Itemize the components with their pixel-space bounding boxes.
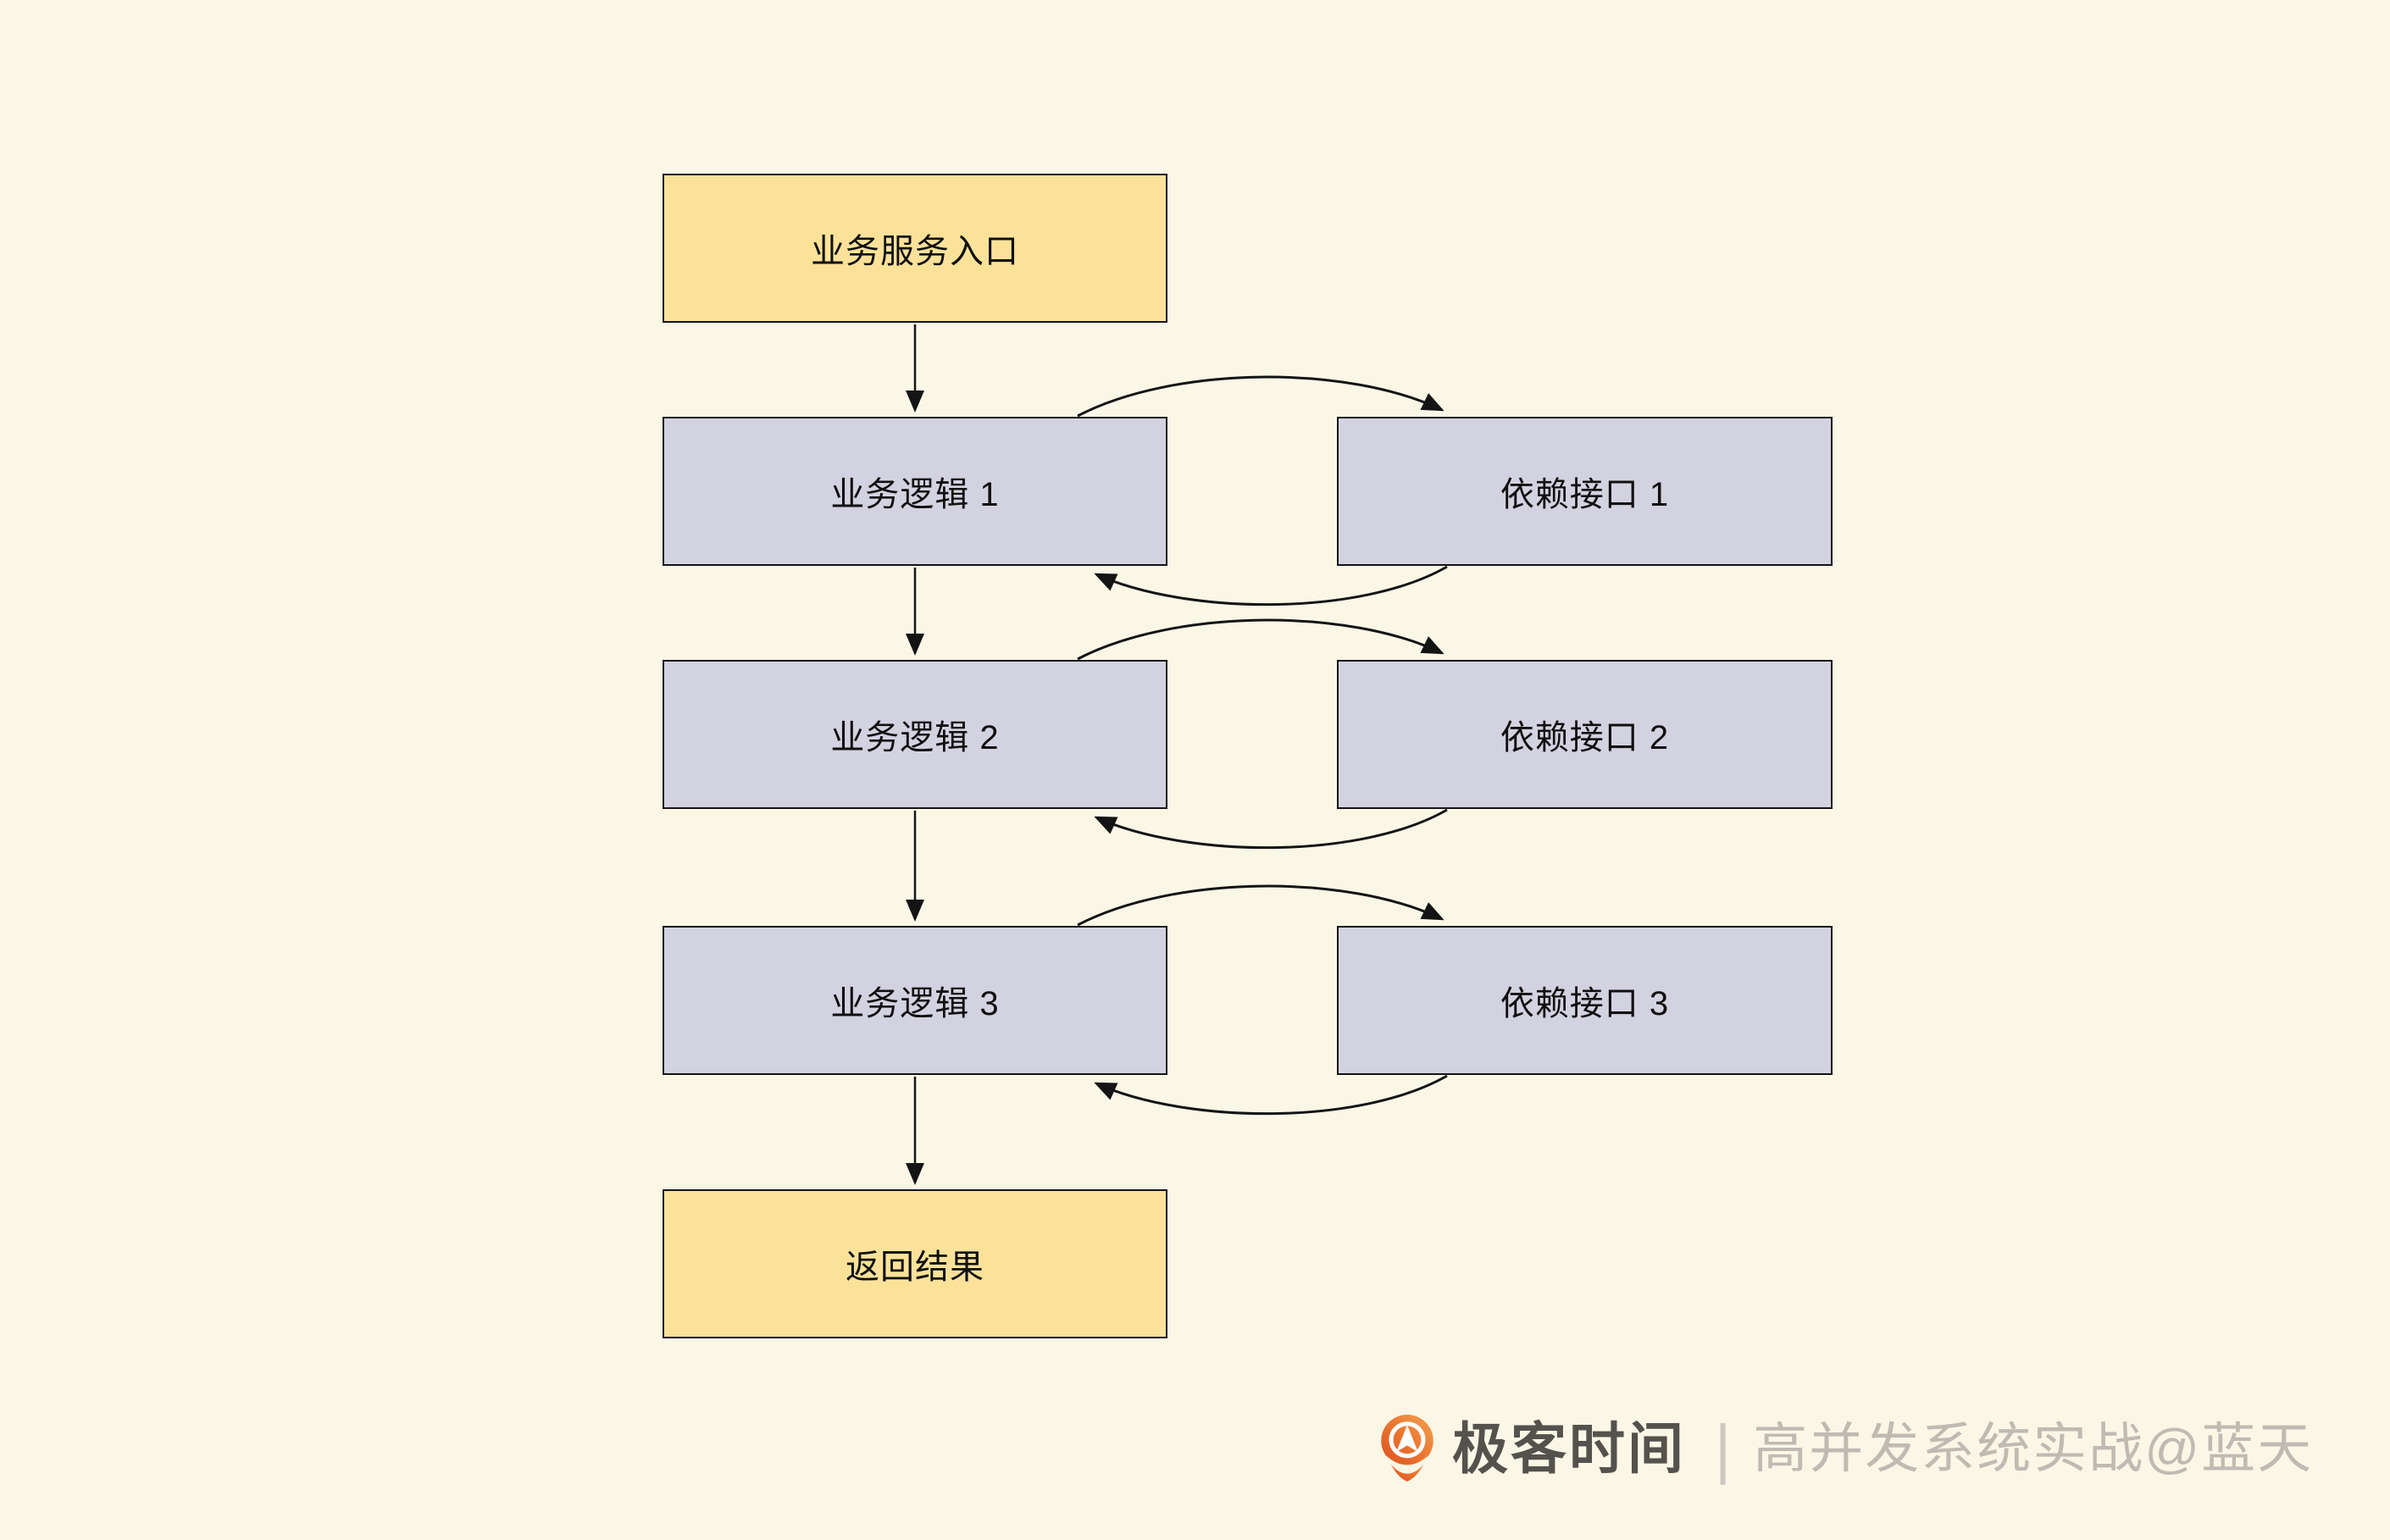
logo-smile-cut (1383, 1453, 1432, 1474)
dep-node-2: 依赖接口 2 (1337, 660, 1833, 809)
result-node: 返回结果 (663, 1189, 1167, 1338)
logic-node-3: 业务逻辑 3 (663, 926, 1167, 1075)
entry-node: 业务服务入口 (663, 174, 1167, 323)
logic-node-1-label: 业务逻辑 1 (830, 476, 1000, 513)
dep-node-1-label: 依赖接口 1 (1500, 476, 1670, 513)
dep-node-3-label: 依赖接口 3 (1500, 985, 1670, 1022)
dep-node-3: 依赖接口 3 (1337, 926, 1833, 1075)
logic-node-1: 业务逻辑 1 (663, 417, 1167, 566)
curve-logic1-to-dep1 (1077, 375, 1445, 418)
curve-logic2-to-dep2 (1077, 618, 1445, 661)
logo-ring (1389, 1421, 1426, 1459)
logic-node-2: 业务逻辑 2 (663, 660, 1167, 809)
logic-node-2-label: 业务逻辑 2 (830, 719, 1000, 756)
curve-logic3-to-dep3 (1077, 884, 1445, 927)
brand-name: 极客时间 (1452, 1417, 1686, 1480)
entry-node-label: 业务服务入口 (811, 233, 1019, 270)
curve-dep3-to-logic3 (1094, 1074, 1448, 1116)
logo-arrow (1396, 1425, 1418, 1453)
watermark-text: 高并发系统实战@蓝天 (1753, 1418, 2314, 1479)
dep-node-2-label: 依赖接口 2 (1500, 719, 1670, 756)
footer-branding: 极客时间 | 高并发系统实战@蓝天 (1379, 1408, 2313, 1489)
logic-node-3-label: 业务逻辑 3 (830, 985, 1000, 1022)
result-node-label: 返回结果 (846, 1249, 984, 1286)
curve-dep2-to-logic2 (1094, 808, 1448, 850)
dep-node-1: 依赖接口 1 (1337, 417, 1833, 566)
geektime-logo-icon (1381, 1415, 1433, 1482)
separator-bar: | (1715, 1410, 1732, 1486)
curve-dep1-to-logic1 (1094, 565, 1448, 607)
